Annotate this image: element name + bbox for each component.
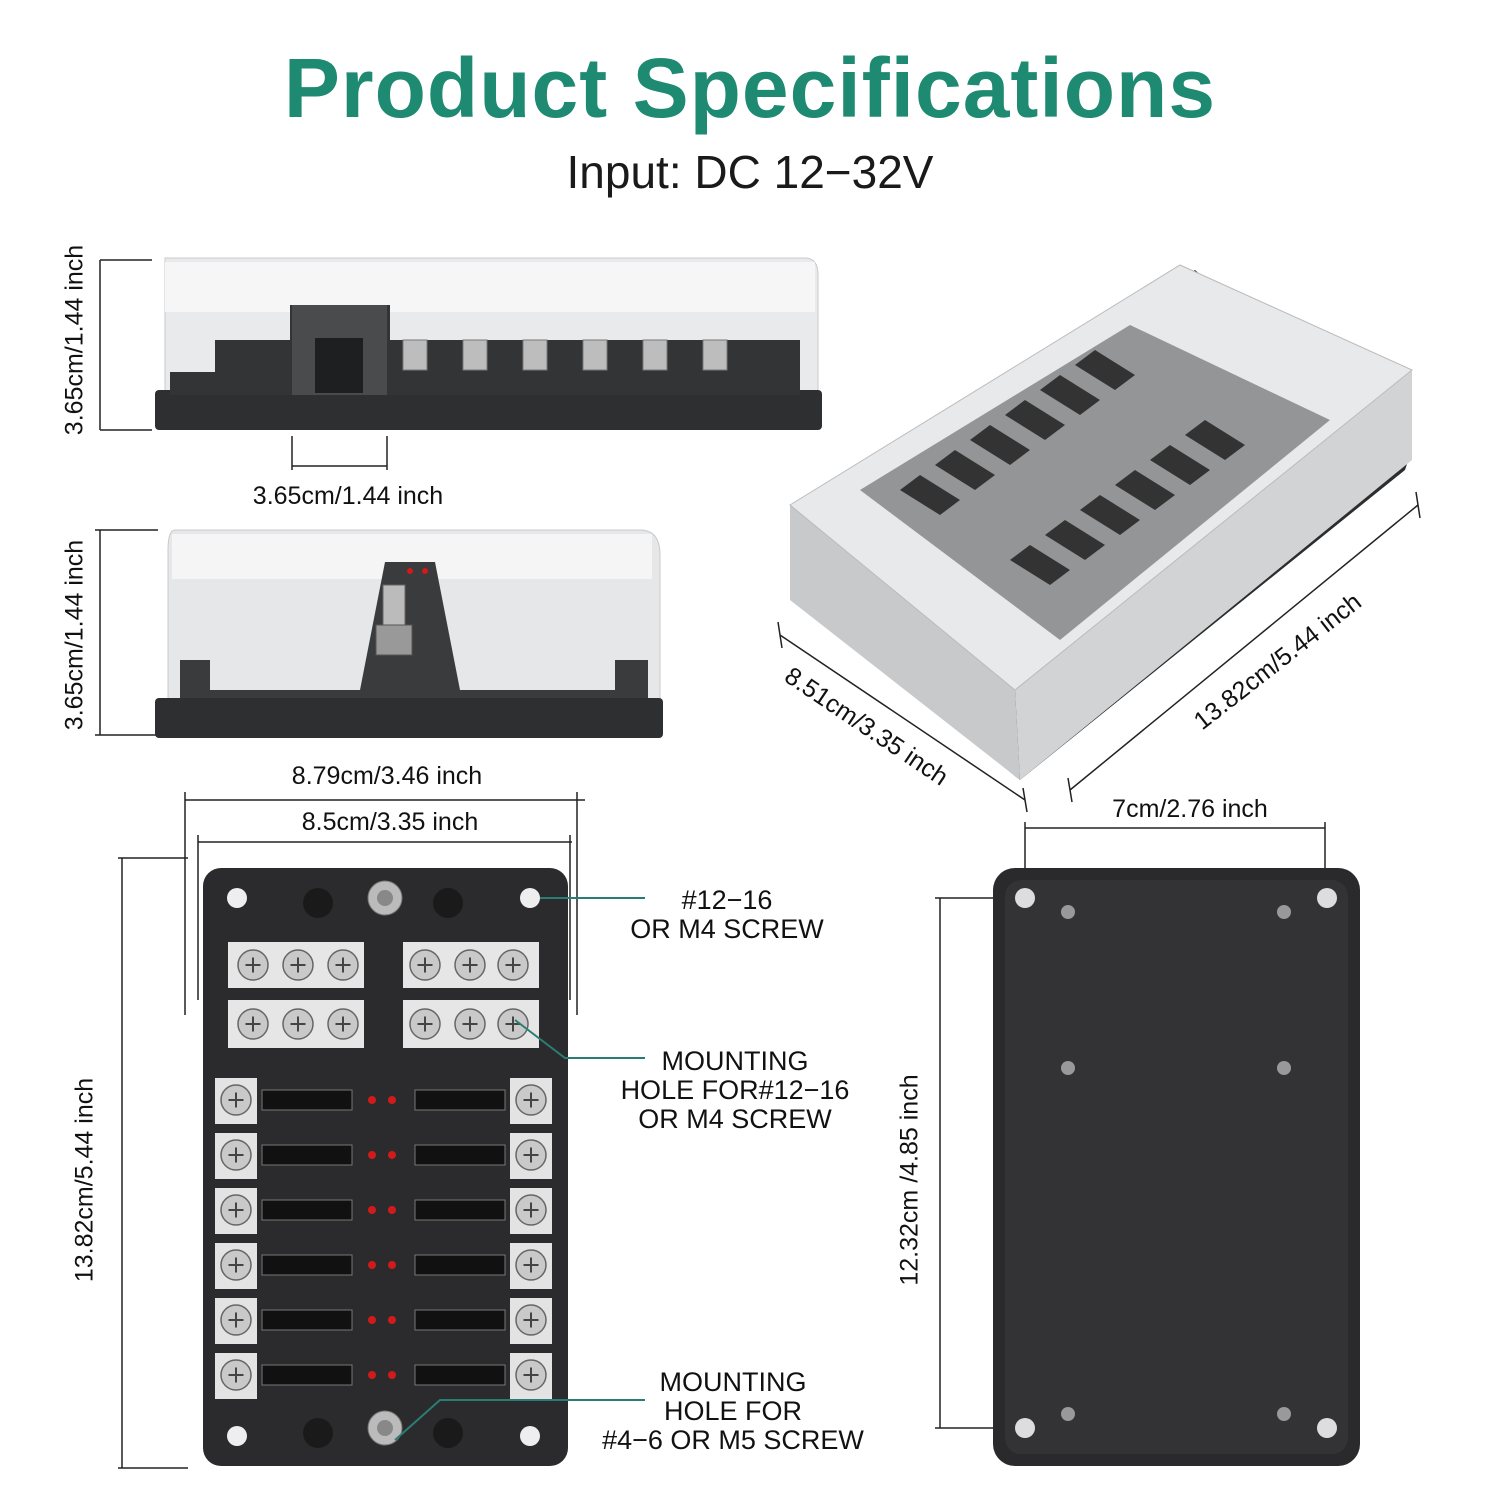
screw-slot (335, 1016, 351, 1032)
fuse-slot (1075, 350, 1135, 390)
side-slot-width-label: 3.65cm/1.44 inch (252, 482, 444, 510)
callout-line: HOLE FOR#12−16 (620, 1075, 850, 1105)
callout-line: #4−6 OR M5 SCREW (602, 1425, 864, 1455)
led-indicator (368, 1096, 376, 1104)
dimension-lines (95, 259, 1421, 1469)
fuse-slot (1115, 470, 1175, 510)
led-indicator (388, 1371, 396, 1379)
callout-line: OR M4 SCREW (630, 914, 824, 944)
screw-slot (417, 957, 433, 973)
screw-slot (290, 957, 306, 973)
screw-slot (228, 1367, 244, 1383)
screw-slot (523, 1092, 539, 1108)
screw-slot (228, 1202, 244, 1218)
screw-slot (462, 1016, 478, 1032)
screw-slot (462, 957, 478, 973)
fuse-slot (261, 1199, 353, 1221)
inner-width-label: 8.5cm/3.35 inch (301, 808, 479, 836)
bolt-icon (462, 339, 488, 371)
screw-slot (245, 1016, 261, 1032)
led-indicator (368, 1371, 376, 1379)
screw-slot (245, 957, 261, 973)
screw-slot (228, 1147, 244, 1163)
bolt-icon (582, 339, 608, 371)
fuse-slot (414, 1254, 506, 1276)
fuse-slot (1040, 375, 1100, 415)
mounting-hole-callout-1: MOUNTING HOLE FOR#12−16 OR M4 SCREW (621, 1047, 850, 1134)
screw-slot (290, 1016, 306, 1032)
callout-line: OR M4 SCREW (638, 1104, 832, 1134)
side-height-label-1: 3.65cm/1.44 inch (60, 244, 89, 436)
fuse-slot (414, 1199, 506, 1221)
led-indicator (368, 1261, 376, 1269)
fuse-slot (935, 450, 995, 490)
screw-slot (505, 957, 521, 973)
fuse-slot (261, 1364, 353, 1386)
side-view-short (155, 529, 663, 738)
overall-width-label: 8.79cm/3.46 inch (291, 762, 483, 790)
led-indicator (368, 1151, 376, 1159)
fuse-slot (261, 1254, 353, 1276)
fuse-slot (1150, 445, 1210, 485)
bolt-icon (402, 339, 428, 371)
screw-slot (523, 1312, 539, 1328)
fuse-slot (261, 1144, 353, 1166)
bolt-icon (522, 339, 548, 371)
callout-line: HOLE FOR (663, 1396, 803, 1426)
fuse-slot (414, 1089, 506, 1111)
fuse-slot (1005, 400, 1065, 440)
fuse-slot (1045, 520, 1105, 560)
screw-slot (523, 1202, 539, 1218)
fuse-block-top-view (203, 868, 568, 1466)
led-indicator (368, 1206, 376, 1214)
fuse-slot (414, 1144, 506, 1166)
led-indicator (388, 1261, 396, 1269)
isometric-view (789, 264, 1413, 780)
bottom-hole-length-label: 12.32cm /4.85 inch (895, 1074, 924, 1286)
bolt-icon (642, 339, 668, 371)
screw-slot (228, 1257, 244, 1273)
input-voltage-spec: Input: DC 12−32V (566, 146, 934, 198)
screw-slot (505, 1016, 521, 1032)
top-hole-callout: #12−16 OR M4 SCREW (630, 886, 824, 944)
screw-slot (523, 1367, 539, 1383)
side-view-long (155, 257, 822, 430)
led-indicator (388, 1151, 396, 1159)
fuse-slot (970, 425, 1030, 465)
fuse-slot (261, 1089, 353, 1111)
bottom-view (993, 868, 1360, 1466)
fuse-slot (1185, 420, 1245, 460)
fuse-slot (1010, 545, 1070, 585)
fuse-slot (900, 475, 960, 515)
leader-lines (394, 897, 645, 1441)
fuse-slot (414, 1364, 506, 1386)
mounting-hole-callout-2: MOUNTING HOLE FOR #4−6 OR M5 SCREW (602, 1368, 864, 1455)
page-title: Product Specifications (283, 41, 1217, 135)
led-indicator (368, 1316, 376, 1324)
callout-line: MOUNTING (659, 1367, 807, 1397)
bolt-icon (702, 339, 728, 371)
bottom-hole-spacing-label: 7cm/2.76 inch (1112, 795, 1268, 823)
led-indicator (388, 1316, 396, 1324)
fuse-slot (1080, 495, 1140, 535)
fuse-slot (261, 1309, 353, 1331)
led-indicator (388, 1206, 396, 1214)
led-indicator (388, 1096, 396, 1104)
callout-line: MOUNTING (661, 1046, 809, 1076)
callout-line: #12−16 (681, 885, 773, 915)
screw-slot (228, 1312, 244, 1328)
screw-slot (335, 957, 351, 973)
screw-slot (228, 1092, 244, 1108)
screw-slot (523, 1257, 539, 1273)
fuse-slot (414, 1309, 506, 1331)
screw-slot (417, 1016, 433, 1032)
screw-slot (523, 1147, 539, 1163)
front-length-label: 13.82cm/5.44 inch (70, 1077, 99, 1283)
side-height-label-2: 3.65cm/1.44 inch (60, 539, 89, 731)
